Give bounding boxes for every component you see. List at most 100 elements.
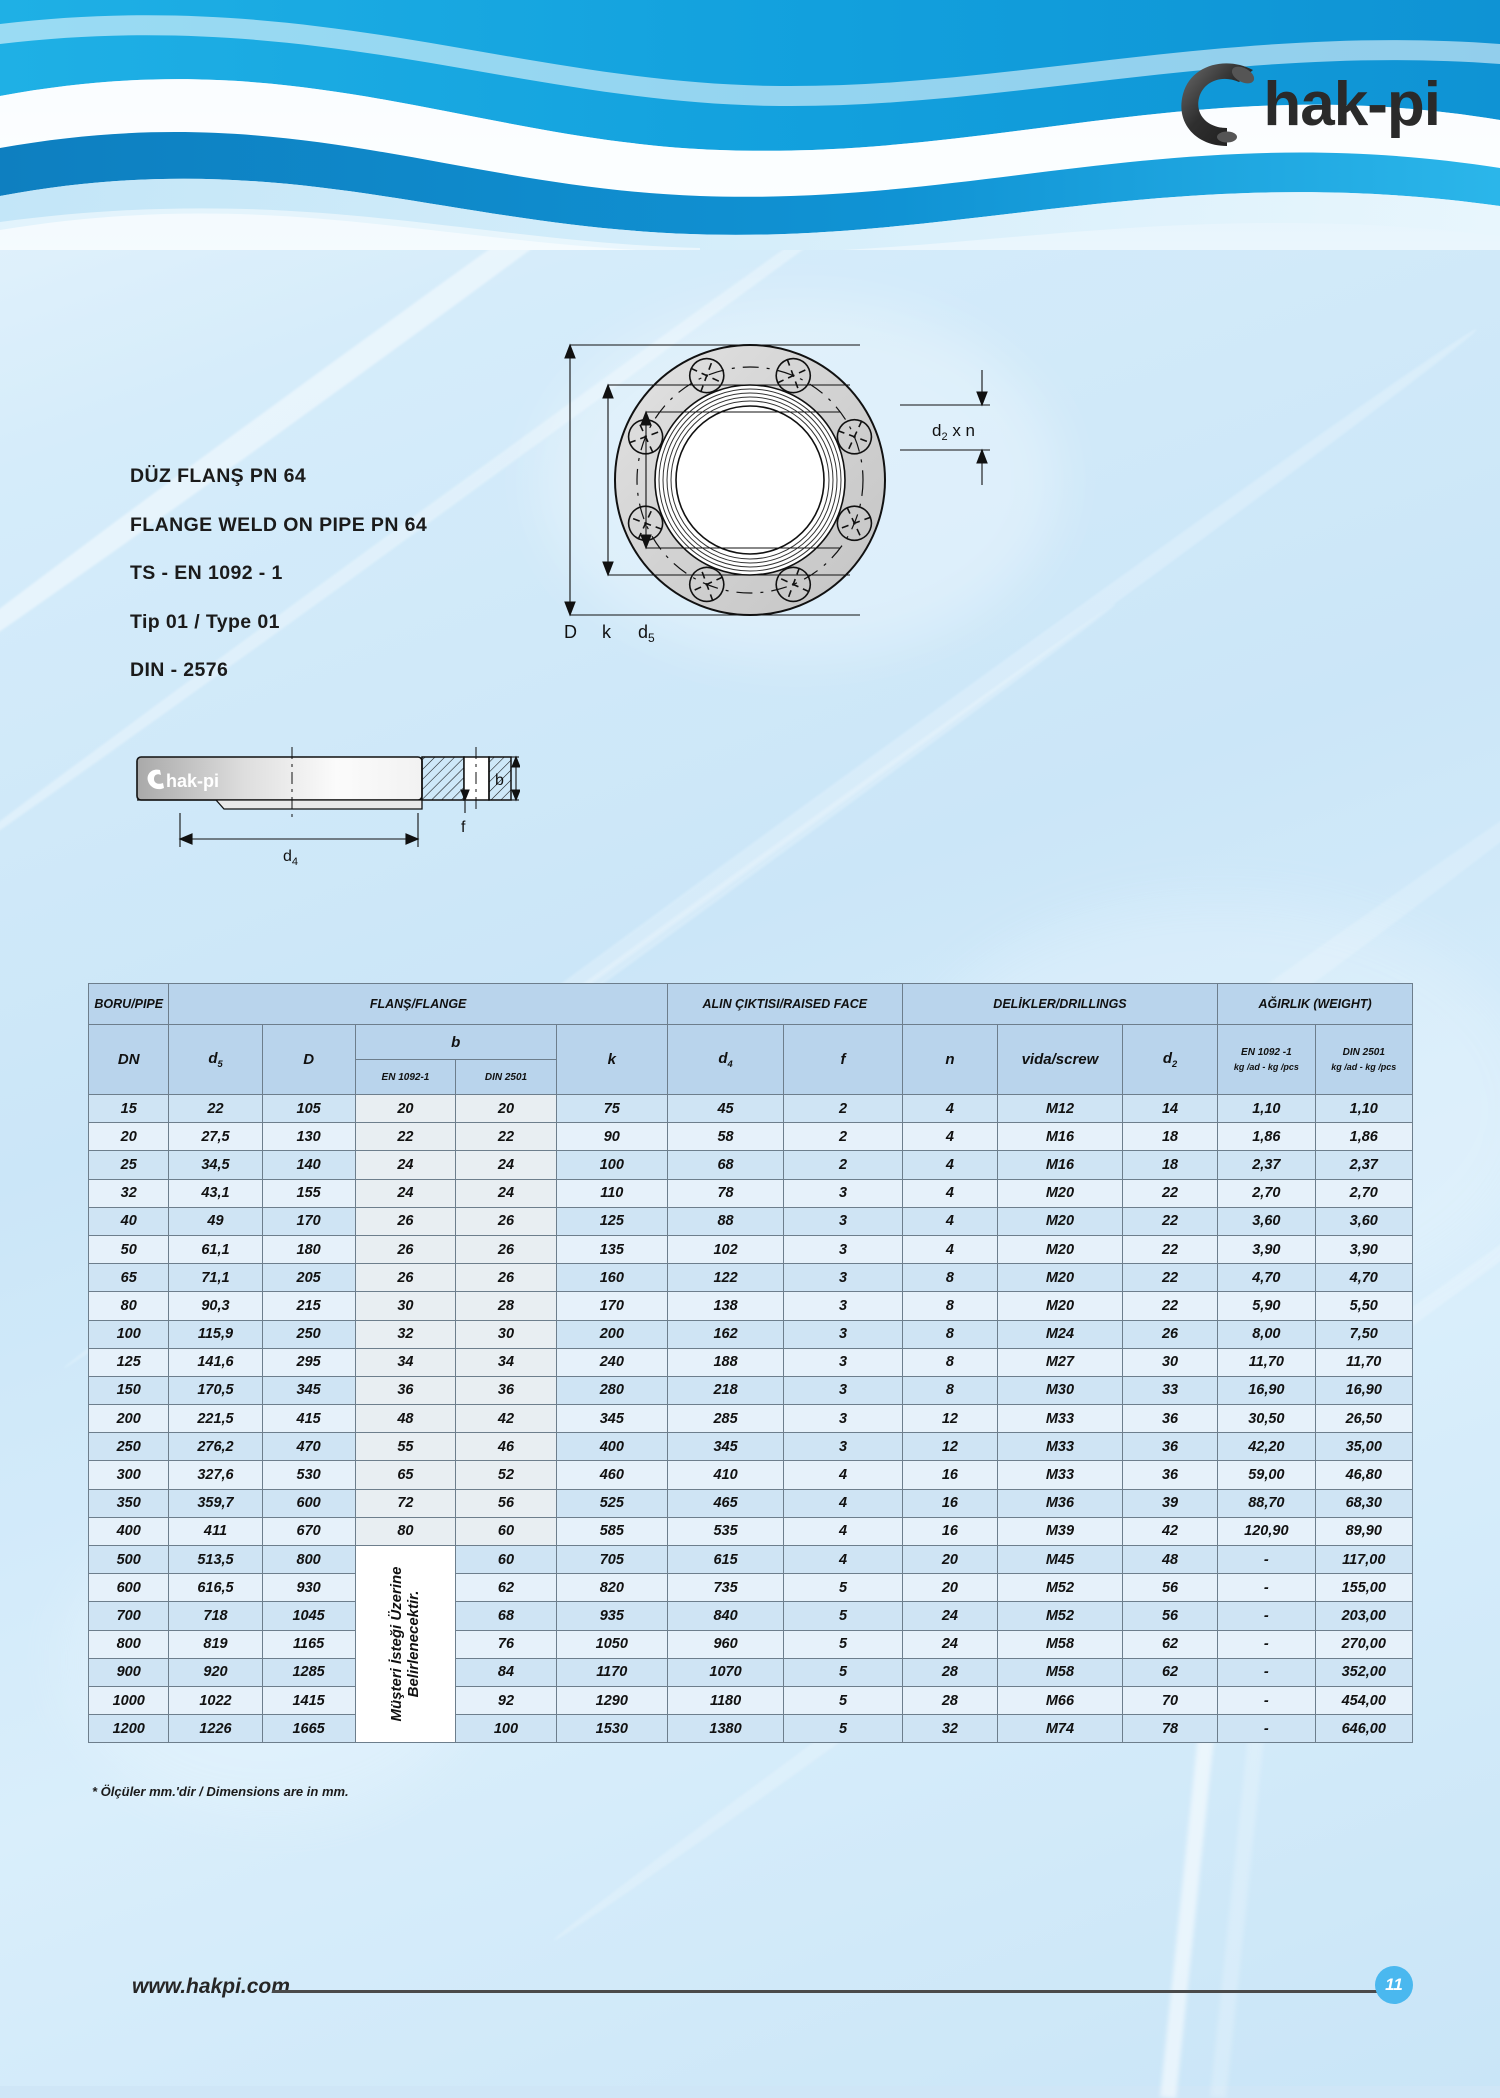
cell-n: 20 [901, 1544, 999, 1575]
cell-screw: M52 [997, 1573, 1123, 1603]
cell-d5: 1022 [168, 1685, 263, 1716]
cell-screw: M24 [997, 1319, 1123, 1349]
title-line-4: Tip 01 / Type 01 [130, 610, 280, 633]
cell-w_en: - [1217, 1601, 1316, 1631]
cell-w_din: 46,80 [1314, 1460, 1414, 1490]
col-header-f: f [783, 1024, 903, 1095]
cell-f: 3 [783, 1319, 903, 1349]
cell-k: 90 [555, 1122, 668, 1152]
cell-D: 1165 [261, 1629, 356, 1659]
col-header-k: k [555, 1024, 668, 1095]
footer-website-url[interactable]: www.hakpi.com [132, 1975, 290, 1998]
cell-dn: 40 [87, 1206, 170, 1236]
cell-b_din: 68 [455, 1601, 557, 1631]
cell-k: 240 [555, 1347, 668, 1377]
cell-d2: 62 [1121, 1657, 1219, 1687]
cell-d5: 141,6 [168, 1347, 263, 1377]
cell-d2: 48 [1121, 1544, 1219, 1575]
cell-w_din: 7,50 [1314, 1319, 1414, 1349]
cell-k: 1170 [555, 1657, 668, 1687]
page-number-badge: 11 [1375, 1966, 1413, 2004]
cell-d5: 71,1 [168, 1263, 263, 1293]
cell-d2: 62 [1121, 1629, 1219, 1659]
cell-d5: 411 [168, 1516, 263, 1547]
cell-d2: 18 [1121, 1150, 1219, 1180]
cell-dn: 200 [87, 1404, 170, 1434]
cell-w_din: 3,90 [1314, 1234, 1414, 1265]
col-header-n: n [901, 1024, 999, 1095]
cell-d5: 90,3 [168, 1291, 263, 1321]
cell-n: 8 [901, 1319, 999, 1349]
title-line-5: DIN - 2576 [130, 659, 229, 681]
cell-D: 170 [261, 1206, 356, 1236]
cell-n: 4 [901, 1178, 999, 1208]
cell-w_din: 11,70 [1314, 1347, 1414, 1377]
cell-w_en: 59,00 [1217, 1460, 1316, 1490]
cell-dn: 700 [87, 1601, 170, 1631]
table-sub-header-row-b: DN d5 D b k d4 f n vida/screw d2 EN 1092… [87, 1024, 1414, 1095]
col-header-dn: DN [87, 1024, 170, 1095]
cell-w_din: 35,00 [1314, 1432, 1414, 1462]
cell-w_en: 30,50 [1217, 1404, 1316, 1434]
cell-screw: M33 [997, 1460, 1123, 1490]
cell-D: 140 [261, 1150, 356, 1180]
cell-k: 460 [555, 1460, 668, 1490]
cell-n: 8 [901, 1375, 999, 1406]
cell-d4: 102 [666, 1234, 785, 1265]
cell-d5: 276,2 [168, 1432, 263, 1462]
cell-dn: 400 [87, 1516, 170, 1547]
cell-d2: 56 [1121, 1573, 1219, 1603]
dimension-label-d5: d5 [638, 622, 655, 645]
logo-text: hak-pi [1263, 69, 1441, 139]
cell-w_din: 2,37 [1314, 1150, 1414, 1180]
cell-d5: 170,5 [168, 1375, 263, 1406]
cell-w_en: 42,20 [1217, 1432, 1316, 1462]
cell-d2: 14 [1121, 1093, 1219, 1124]
cell-D: 215 [261, 1291, 356, 1321]
cell-D: 1665 [261, 1714, 356, 1744]
cell-screw: M66 [997, 1685, 1123, 1716]
cell-w_din: 155,00 [1314, 1573, 1414, 1603]
cell-dn: 1000 [87, 1685, 170, 1716]
cell-b_en: 72 [354, 1488, 457, 1518]
cell-d5: 61,1 [168, 1234, 263, 1265]
cell-f: 5 [783, 1573, 903, 1603]
cell-k: 705 [555, 1544, 668, 1575]
cell-n: 8 [901, 1347, 999, 1377]
dimension-label-b: b [495, 772, 504, 789]
cell-D: 105 [261, 1093, 356, 1124]
col-header-d5: d5 [168, 1024, 263, 1095]
cell-w_din: 454,00 [1314, 1685, 1414, 1716]
cell-D: 205 [261, 1263, 356, 1293]
cell-k: 200 [555, 1319, 668, 1349]
cell-screw: M20 [997, 1263, 1123, 1293]
cell-d2: 30 [1121, 1347, 1219, 1377]
cell-n: 4 [901, 1150, 999, 1180]
cell-d4: 960 [666, 1629, 785, 1659]
cell-screw: M39 [997, 1516, 1123, 1547]
cell-w_din: 1,86 [1314, 1122, 1414, 1152]
cell-d2: 33 [1121, 1375, 1219, 1406]
cell-d2: 70 [1121, 1685, 1219, 1716]
cell-w_en: - [1217, 1685, 1316, 1716]
cell-D: 600 [261, 1488, 356, 1518]
cell-d4: 188 [666, 1347, 785, 1377]
cell-k: 110 [555, 1178, 668, 1208]
col-header-screw: vida/screw [997, 1024, 1123, 1095]
cell-b_en: 80 [354, 1516, 457, 1547]
cell-w_en: - [1217, 1657, 1316, 1687]
cell-f: 5 [783, 1657, 903, 1687]
cell-b_en: 22 [354, 1122, 457, 1152]
cell-f: 3 [783, 1291, 903, 1321]
cell-screw: M33 [997, 1432, 1123, 1462]
cell-b_en: 55 [354, 1432, 457, 1462]
cell-w_en: - [1217, 1629, 1316, 1659]
cell-f: 4 [783, 1460, 903, 1490]
